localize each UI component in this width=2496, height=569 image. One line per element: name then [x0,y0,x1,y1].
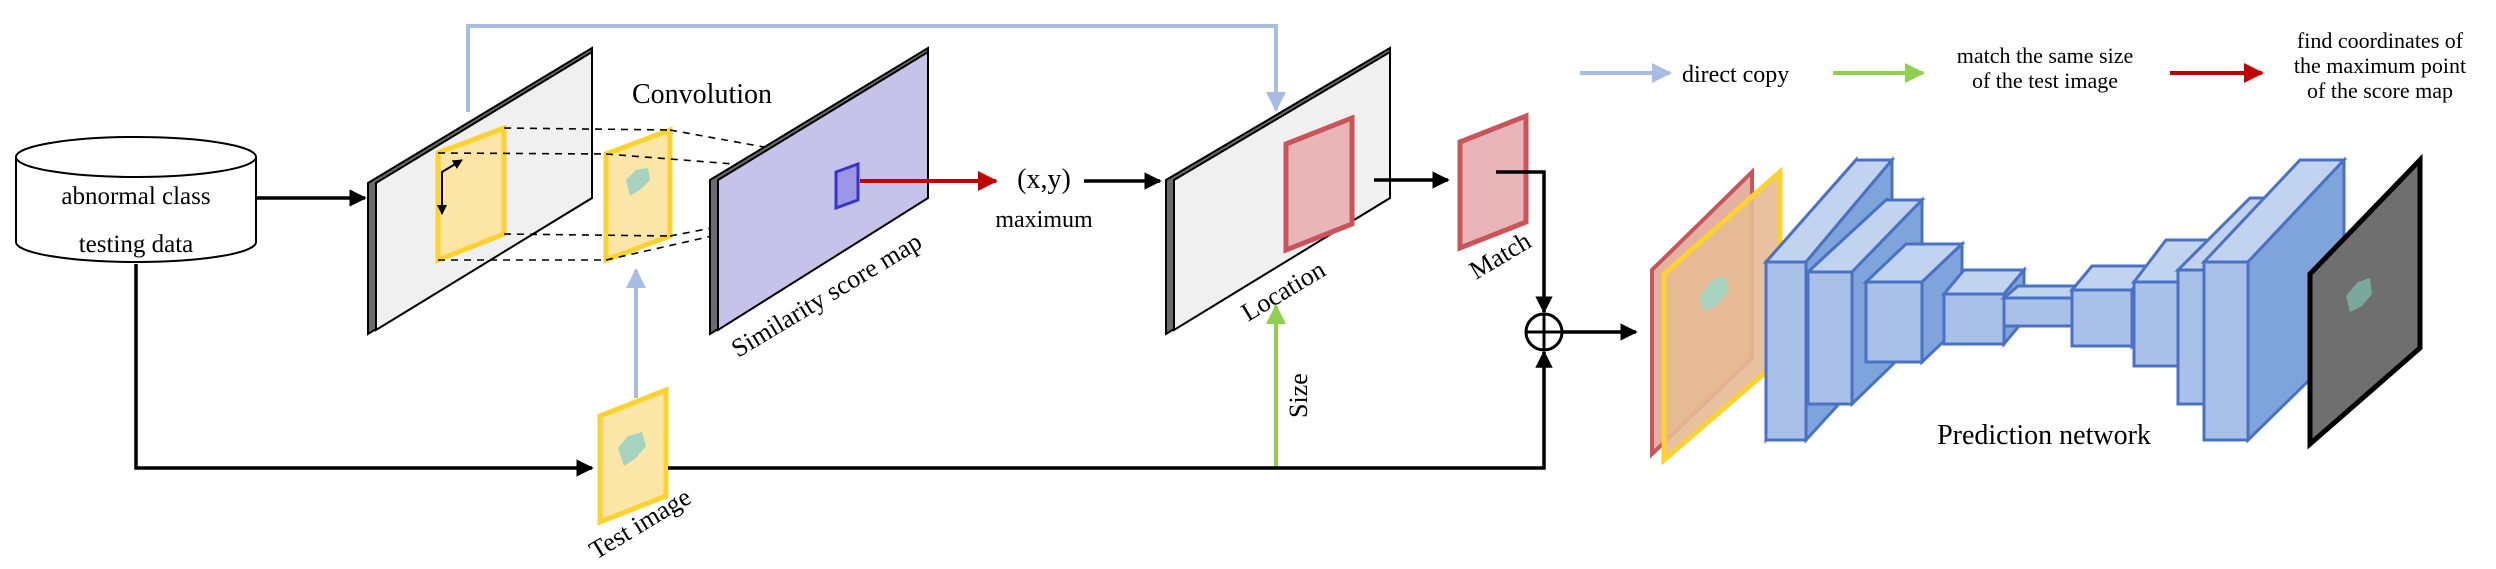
database-cylinder: abnormal class testing data [15,136,257,263]
network-input-lesion [1700,276,1728,312]
legend-match-size-line2: of the test image [1972,68,2118,93]
legend-match-size-line1: match the same size [1957,43,2134,68]
test-image-lesion [618,432,646,466]
input-image-plane [367,46,593,336]
match-crop [1457,112,1529,252]
legend-direct-copy-label: direct copy [1682,62,1789,88]
score-map-max-window [834,161,860,211]
legend-find-coords-line2: the maximum point [2294,53,2466,78]
output-lesion [2346,278,2372,312]
similarity-score-map [709,46,929,336]
prediction-network-label: Prediction network [1937,420,2151,451]
legend-find-coords-line3: of the score map [2307,78,2453,103]
template-kernel [603,126,673,264]
database-label-line2: testing data [79,231,194,258]
convolution-label: Convolution [632,79,772,110]
kernel-lesion [626,168,650,196]
xy-label: (x,y) [1017,164,1071,195]
combine-symbol [1524,312,1564,352]
legend-find-coords-line1: find coordinates of [2297,28,2464,53]
arrow-test-image-to-combine [668,350,1553,470]
arrow-match-to-combine [1496,170,1553,314]
maximum-label: maximum [995,207,1093,233]
output-image [2307,153,2423,450]
arrow-direct-copy-top [466,24,1286,112]
arrow-database-to-test-image [134,264,594,477]
prediction-network [1762,155,2348,444]
location-plane [1165,46,1391,336]
database-label-line1: abnormal class [61,183,210,210]
test-image [597,386,669,526]
input-template-window [435,124,507,264]
legend: direct copy match the same size of the t… [1580,28,2466,103]
location-box [1283,114,1355,254]
input-scan-arrow [437,159,463,215]
size-label: Size [1284,373,1313,418]
network-input-stack [1650,166,1783,466]
